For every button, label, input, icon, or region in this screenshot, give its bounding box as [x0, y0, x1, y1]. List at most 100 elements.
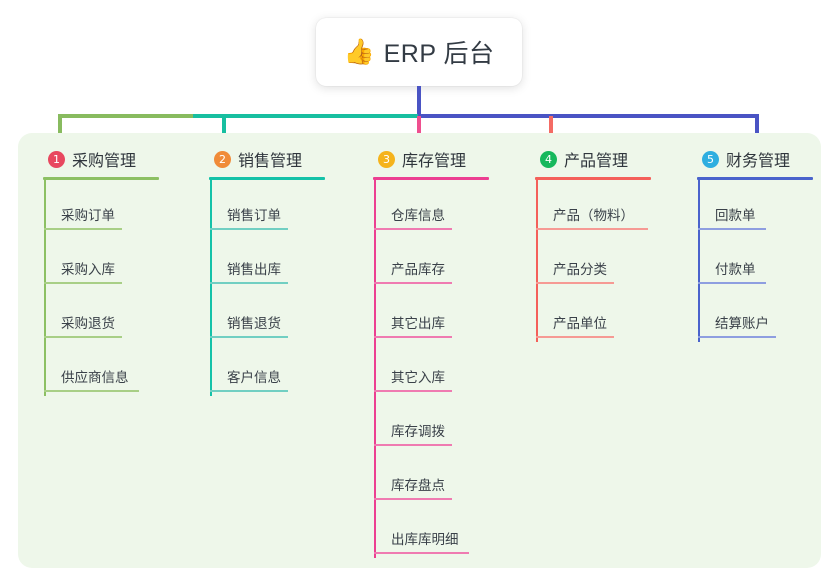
- page-title: ERP 后台: [383, 40, 495, 68]
- column-spine-1: [44, 180, 46, 396]
- column-title-3: 库存管理: [402, 153, 467, 170]
- list-item-rule: [698, 282, 766, 284]
- list-item-label: 产品库存: [391, 262, 445, 277]
- list-item-label: 采购订单: [61, 208, 115, 223]
- list-item-label: 库存调拨: [391, 424, 445, 439]
- list-item-rule: [374, 552, 469, 554]
- column-badge-2: 2: [214, 150, 231, 168]
- column-spine-4: [536, 180, 538, 342]
- list-item-rule: [698, 336, 776, 338]
- list-item[interactable]: 采购入库: [30, 234, 190, 288]
- column-header-rule-2: [209, 177, 325, 180]
- list-item-rule: [536, 336, 614, 338]
- list-item-rule: [210, 228, 288, 230]
- column-badge-1: 1: [48, 150, 65, 168]
- list-item-label: 回款单: [715, 208, 756, 223]
- list-item-rule: [536, 228, 648, 230]
- column-spine-5: [698, 180, 700, 342]
- list-item[interactable]: 结算账户: [684, 288, 834, 342]
- column-spine-3: [374, 180, 376, 558]
- list-item[interactable]: 产品分类: [522, 234, 692, 288]
- list-item-rule: [374, 498, 452, 500]
- list-item-label: 产品分类: [553, 262, 607, 277]
- list-item[interactable]: 供应商信息: [30, 342, 190, 396]
- list-item[interactable]: 采购退货: [30, 288, 190, 342]
- list-item-rule: [374, 336, 452, 338]
- column-title-4: 产品管理: [564, 153, 629, 170]
- list-item[interactable]: 库存盘点: [360, 450, 530, 504]
- list-item-rule: [374, 282, 452, 284]
- column-items-1: 采购订单采购入库采购退货供应商信息: [30, 180, 190, 396]
- column-header-1[interactable]: 1 采购管理: [30, 146, 190, 172]
- list-item-rule: [374, 390, 452, 392]
- list-item-rule: [698, 228, 766, 230]
- list-item[interactable]: 销售退货: [196, 288, 356, 342]
- column-header-rule-5: [697, 177, 813, 180]
- column-items-5: 回款单付款单结算账户: [684, 180, 834, 342]
- column-badge-4: 4: [540, 150, 557, 168]
- column-header-3[interactable]: 3 库存管理: [360, 146, 530, 172]
- list-item-label: 产品（物料）: [553, 208, 634, 223]
- list-item[interactable]: 回款单: [684, 180, 834, 234]
- column-header-5[interactable]: 5 财务管理: [684, 146, 834, 172]
- column-2: 2 销售管理销售订单销售出库销售退货客户信息: [196, 146, 356, 396]
- diagram-panel: [18, 133, 821, 568]
- list-item[interactable]: 仓库信息: [360, 180, 530, 234]
- list-item-rule: [44, 282, 122, 284]
- list-item-label: 采购退货: [61, 316, 115, 331]
- list-item-label: 供应商信息: [61, 370, 129, 385]
- column-items-2: 销售订单销售出库销售退货客户信息: [196, 180, 356, 396]
- column-header-4[interactable]: 4 产品管理: [522, 146, 692, 172]
- column-header-2[interactable]: 2 销售管理: [196, 146, 356, 172]
- list-item-label: 销售退货: [227, 316, 281, 331]
- list-item-rule: [44, 390, 139, 392]
- column-5: 5 财务管理回款单付款单结算账户: [684, 146, 834, 342]
- list-item[interactable]: 产品库存: [360, 234, 530, 288]
- list-item-label: 采购入库: [61, 262, 115, 277]
- list-item-rule: [210, 390, 288, 392]
- list-item-label: 结算账户: [715, 316, 769, 331]
- list-item[interactable]: 出库库明细: [360, 504, 530, 558]
- list-item[interactable]: 其它入库: [360, 342, 530, 396]
- column-badge-5: 5: [702, 150, 719, 168]
- column-title-1: 采购管理: [72, 153, 137, 170]
- list-item[interactable]: 销售订单: [196, 180, 356, 234]
- list-item-label: 库存盘点: [391, 478, 445, 493]
- list-item-rule: [536, 282, 614, 284]
- list-item[interactable]: 采购订单: [30, 180, 190, 234]
- list-item-rule: [374, 444, 452, 446]
- column-title-2: 销售管理: [238, 153, 303, 170]
- list-item-label: 销售出库: [227, 262, 281, 277]
- list-item-rule: [210, 336, 288, 338]
- list-item[interactable]: 付款单: [684, 234, 834, 288]
- column-header-rule-4: [535, 177, 651, 180]
- column-badge-3: 3: [378, 150, 395, 168]
- list-item-label: 产品单位: [553, 316, 607, 331]
- list-item-label: 销售订单: [227, 208, 281, 223]
- column-header-rule-1: [43, 177, 159, 180]
- list-item-label: 客户信息: [227, 370, 281, 385]
- list-item[interactable]: 销售出库: [196, 234, 356, 288]
- column-4: 4 产品管理产品（物料） 产品分类产品单位: [522, 146, 692, 342]
- root-node-card[interactable]: 👍 ERP 后台: [316, 18, 522, 86]
- column-spine-2: [210, 180, 212, 396]
- list-item-label: 其它出库: [391, 316, 445, 331]
- list-item-label: 出库库明细: [391, 532, 459, 547]
- list-item-label: 仓库信息: [391, 208, 445, 223]
- list-item[interactable]: 库存调拨: [360, 396, 530, 450]
- list-item-label: 付款单: [715, 262, 756, 277]
- list-item-rule: [210, 282, 288, 284]
- list-item[interactable]: 产品单位: [522, 288, 692, 342]
- column-3: 3 库存管理仓库信息产品库存其它出库其它入库库存调拨库存盘点出库库明细: [360, 146, 530, 558]
- column-1: 1 采购管理采购订单采购入库采购退货供应商信息: [30, 146, 190, 396]
- column-header-rule-3: [373, 177, 489, 180]
- column-items-3: 仓库信息产品库存其它出库其它入库库存调拨库存盘点出库库明细: [360, 180, 530, 558]
- list-item[interactable]: 产品（物料）: [522, 180, 692, 234]
- list-item[interactable]: 客户信息: [196, 342, 356, 396]
- list-item-label: 其它入库: [391, 370, 445, 385]
- thumbs-up-icon: 👍: [343, 37, 375, 66]
- list-item[interactable]: 其它出库: [360, 288, 530, 342]
- list-item-rule: [44, 336, 122, 338]
- list-item-rule: [374, 228, 452, 230]
- column-title-5: 财务管理: [726, 153, 791, 170]
